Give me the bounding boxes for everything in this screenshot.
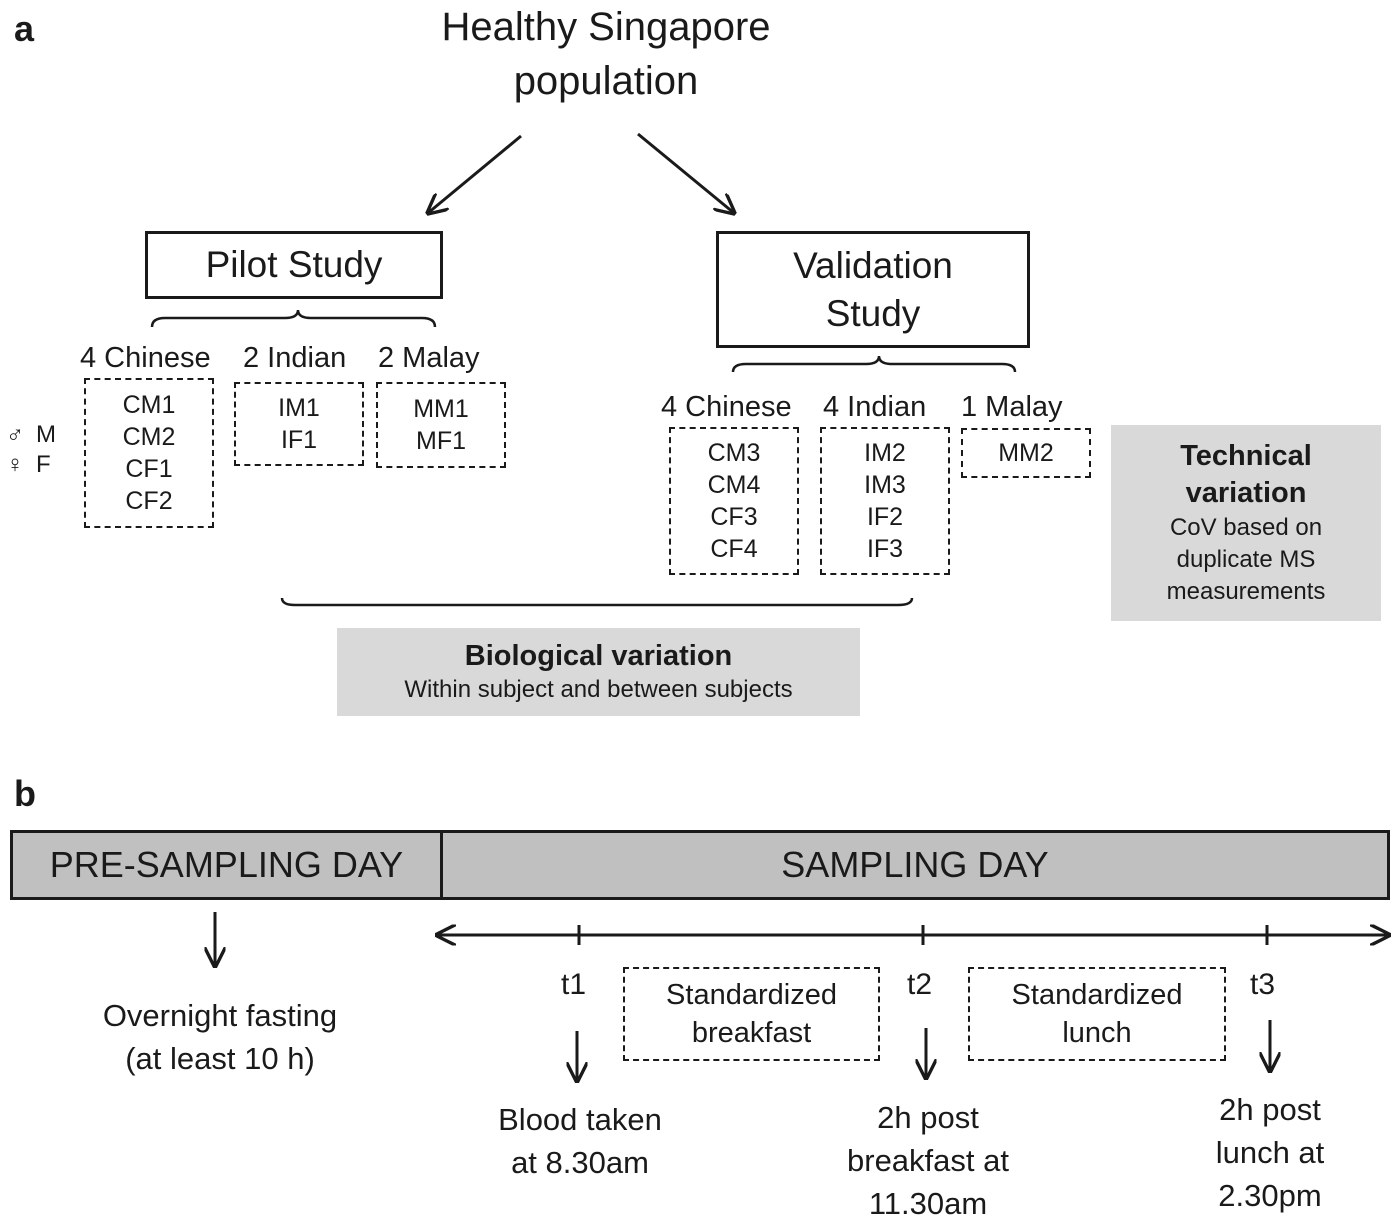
subject-id: MM2 [998,439,1054,467]
sampling-day: SAMPLING DAY [781,844,1049,885]
panel-b-label: b [14,773,36,814]
validation-malay-subjects: MM2 [961,428,1091,478]
subject-id: IF1 [280,426,318,454]
t1-note: Blood taken at 8.30am [460,1098,700,1184]
technical-variation-sub-3: measurements [1166,578,1326,605]
lunch-box: Standardized lunch [968,967,1226,1061]
technical-variation-sub-1: CoV based on [1169,514,1323,541]
validation-chinese-subjects: CM3 CM4 CF3 CF4 [669,427,799,575]
panel-a-label: a [14,8,35,49]
t3-label: t3 [1250,968,1276,1001]
subject-id: CF2 [125,487,173,515]
subject-id: CM2 [122,423,176,451]
pilot-group-chinese-label: 4 Chinese [80,342,211,374]
subject-id: IF3 [866,535,904,563]
sex-legend: ♂ M ♀ F [6,420,56,480]
biological-variation-subtitle: Within subject and between subjects [404,676,793,703]
validation-group-indian-label: 4 Indian [823,391,927,423]
t2-label: t2 [907,968,933,1001]
t3-note: 2h post lunch at 2.30pm [1160,1088,1380,1217]
female-symbol-icon: ♀ [6,451,24,478]
subject-id: CM1 [122,391,176,419]
subject-id: IM1 [278,394,320,422]
validation-brace [731,355,1017,373]
subject-id: MM1 [413,395,469,423]
lunch-line-1: Standardized [1011,979,1183,1011]
biological-brace [280,597,914,607]
validation-title-line-1: Validation [793,244,953,286]
pilot-indian-subjects: IM1 IF1 [234,382,364,466]
breakfast-line-1: Standardized [666,979,837,1011]
t1-note-line-1: Blood taken [498,1102,662,1137]
subject-id: IF2 [866,503,904,531]
breakfast-line-2: breakfast [691,1017,812,1049]
validation-title-line-2: Study [825,292,921,334]
t3-note-line-1: 2h post [1219,1092,1321,1127]
t1-note-line-2: at 8.30am [511,1145,649,1180]
subject-id: IM3 [864,471,906,499]
biological-variation-title: Biological variation [464,640,733,672]
pre-sampling-day: PRE-SAMPLING DAY [13,833,443,897]
t2-note: 2h post breakfast at 11.30am [808,1096,1048,1225]
lunch-line-2: lunch [1062,1017,1132,1049]
t2-note-line-3: 11.30am [868,1186,988,1221]
male-letter: M [36,421,56,448]
technical-variation-title-1: Technical [1180,440,1312,472]
pilot-study-title: Pilot Study [205,244,383,285]
validation-group-chinese-label: 4 Chinese [661,391,792,423]
subject-id: CM4 [707,471,761,499]
population-title: Healthy Singapore population [400,0,812,108]
arrow-to-validation [637,132,734,213]
t1-label: t1 [561,968,587,1001]
female-letter: F [36,451,51,478]
pilot-malay-subjects: MM1 MF1 [376,382,506,468]
validation-study-box: Validation Study [716,231,1030,348]
fasting-line-2: (at least 10 h) [125,1041,315,1076]
technical-variation-sub-2: duplicate MS [1176,546,1316,573]
biological-variation-box: Biological variation Within subject and … [337,628,860,716]
t2-note-line-2: breakfast at [847,1143,1009,1178]
pilot-chinese-subjects: CM1 CM2 CF1 CF2 [84,378,214,528]
fasting-line-1: Overnight fasting [102,998,338,1033]
subject-id: IM2 [864,439,906,467]
technical-variation-box: Technical variation CoV based on duplica… [1111,425,1381,621]
population-line-1: Healthy Singapore [441,5,771,49]
validation-indian-subjects: IM2 IM3 IF2 IF3 [820,427,950,575]
male-symbol-icon: ♂ [6,421,24,448]
breakfast-box: Standardized breakfast [623,967,880,1061]
population-line-2: population [513,59,699,103]
subject-id: MF1 [416,427,466,455]
validation-group-malay-label: 1 Malay [961,391,1063,423]
arrow-to-pilot [428,134,522,213]
pilot-brace [150,309,437,328]
t2-note-line-1: 2h post [877,1100,979,1135]
pilot-group-malay-label: 2 Malay [378,342,480,374]
subject-id: CF3 [710,503,758,531]
subject-id: CM3 [707,439,761,467]
day-bar: PRE-SAMPLING DAY SAMPLING DAY [10,830,1390,900]
t3-note-line-3: 2.30pm [1218,1178,1322,1213]
subject-id: CF1 [125,455,173,483]
pilot-group-indian-label: 2 Indian [243,342,347,374]
fasting-note: Overnight fasting (at least 10 h) [60,994,380,1080]
pilot-study-box: Pilot Study [145,231,443,299]
t3-note-line-2: lunch at [1215,1135,1325,1170]
subject-id: CF4 [710,535,758,563]
technical-variation-title-2: variation [1185,477,1307,509]
